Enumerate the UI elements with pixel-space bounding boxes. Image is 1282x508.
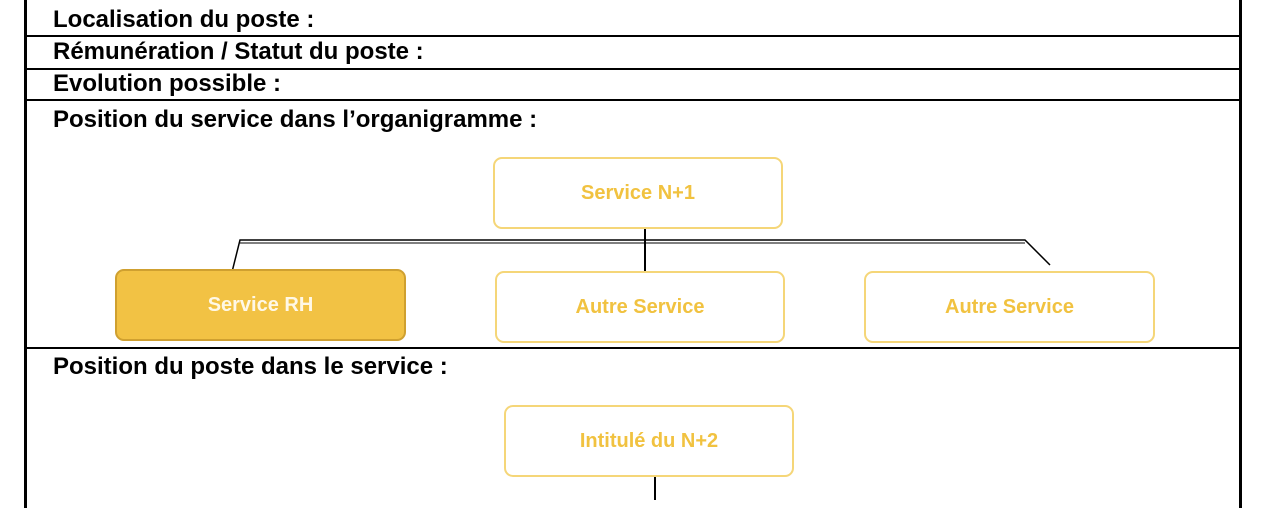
divider <box>24 99 1242 101</box>
row-position-poste: Position du poste dans le service : <box>53 353 448 380</box>
row-localisation: Localisation du poste : <box>53 6 315 33</box>
org-box-parent: Service N+1 <box>493 157 783 229</box>
divider <box>24 68 1242 70</box>
divider <box>24 35 1242 37</box>
row-position-service: Position du service dans l’organigramme … <box>53 106 538 133</box>
row-evolution: Evolution possible : <box>53 70 282 97</box>
org-box-service-rh: Service RH <box>115 269 406 341</box>
row-remuneration: Rémunération / Statut du poste : <box>53 38 424 65</box>
org-box-autre-service-2: Autre Service <box>864 271 1155 343</box>
service-box-n2: Intitulé du N+2 <box>504 405 794 477</box>
document-frame <box>24 0 1242 508</box>
divider <box>24 347 1242 349</box>
org-box-autre-service-1: Autre Service <box>495 271 785 343</box>
